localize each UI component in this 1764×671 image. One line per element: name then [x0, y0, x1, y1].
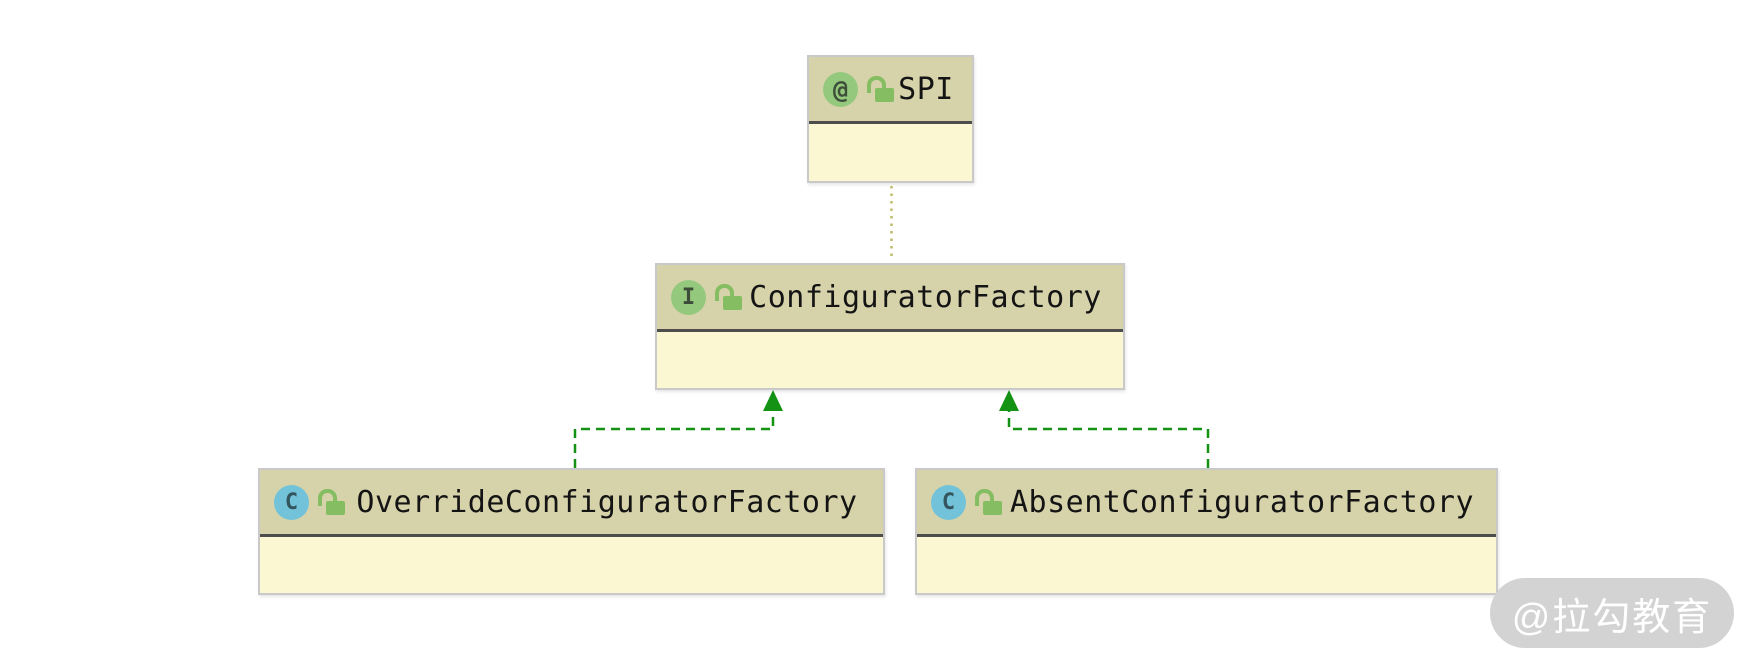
- node-override-configurator-factory[interactable]: C OverrideConfiguratorFactory: [258, 468, 885, 595]
- realization-edge-left: [573, 404, 775, 468]
- node-configurator-factory[interactable]: I ConfiguratorFactory: [655, 263, 1125, 390]
- watermark-badge: @拉勾教育: [1490, 578, 1734, 648]
- interface-icon: I: [671, 279, 706, 315]
- node-spi-members: [809, 124, 972, 181]
- node-override-configurator-factory-header: C OverrideConfiguratorFactory: [260, 470, 883, 537]
- class-icon: C: [931, 484, 966, 520]
- node-absent-configurator-factory-header: C AbsentConfiguratorFactory: [917, 470, 1496, 537]
- class-icon: C: [274, 484, 309, 520]
- node-absent-configurator-factory-members: [917, 537, 1496, 593]
- node-spi-name: SPI: [898, 71, 954, 107]
- unlocked-lock-icon: [715, 283, 742, 311]
- realization-edge-right: [1007, 404, 1210, 468]
- node-configurator-factory-name: ConfiguratorFactory: [749, 279, 1102, 315]
- node-configurator-factory-members: [657, 332, 1123, 388]
- node-spi-header: @ SPI: [809, 57, 972, 124]
- node-override-configurator-factory-name: OverrideConfiguratorFactory: [356, 484, 858, 520]
- node-absent-configurator-factory[interactable]: C AbsentConfiguratorFactory: [915, 468, 1498, 595]
- realization-arrowhead-left: [763, 390, 783, 411]
- node-spi[interactable]: @ SPI: [807, 55, 974, 183]
- unlocked-lock-icon: [318, 488, 345, 516]
- node-configurator-factory-header: I ConfiguratorFactory: [657, 265, 1123, 332]
- unlocked-lock-icon: [867, 75, 894, 103]
- annotation-icon: @: [823, 71, 858, 107]
- realization-arrowhead-right: [999, 390, 1019, 411]
- unlocked-lock-icon: [975, 488, 1002, 516]
- node-override-configurator-factory-members: [260, 537, 883, 593]
- node-absent-configurator-factory-name: AbsentConfiguratorFactory: [1009, 484, 1475, 520]
